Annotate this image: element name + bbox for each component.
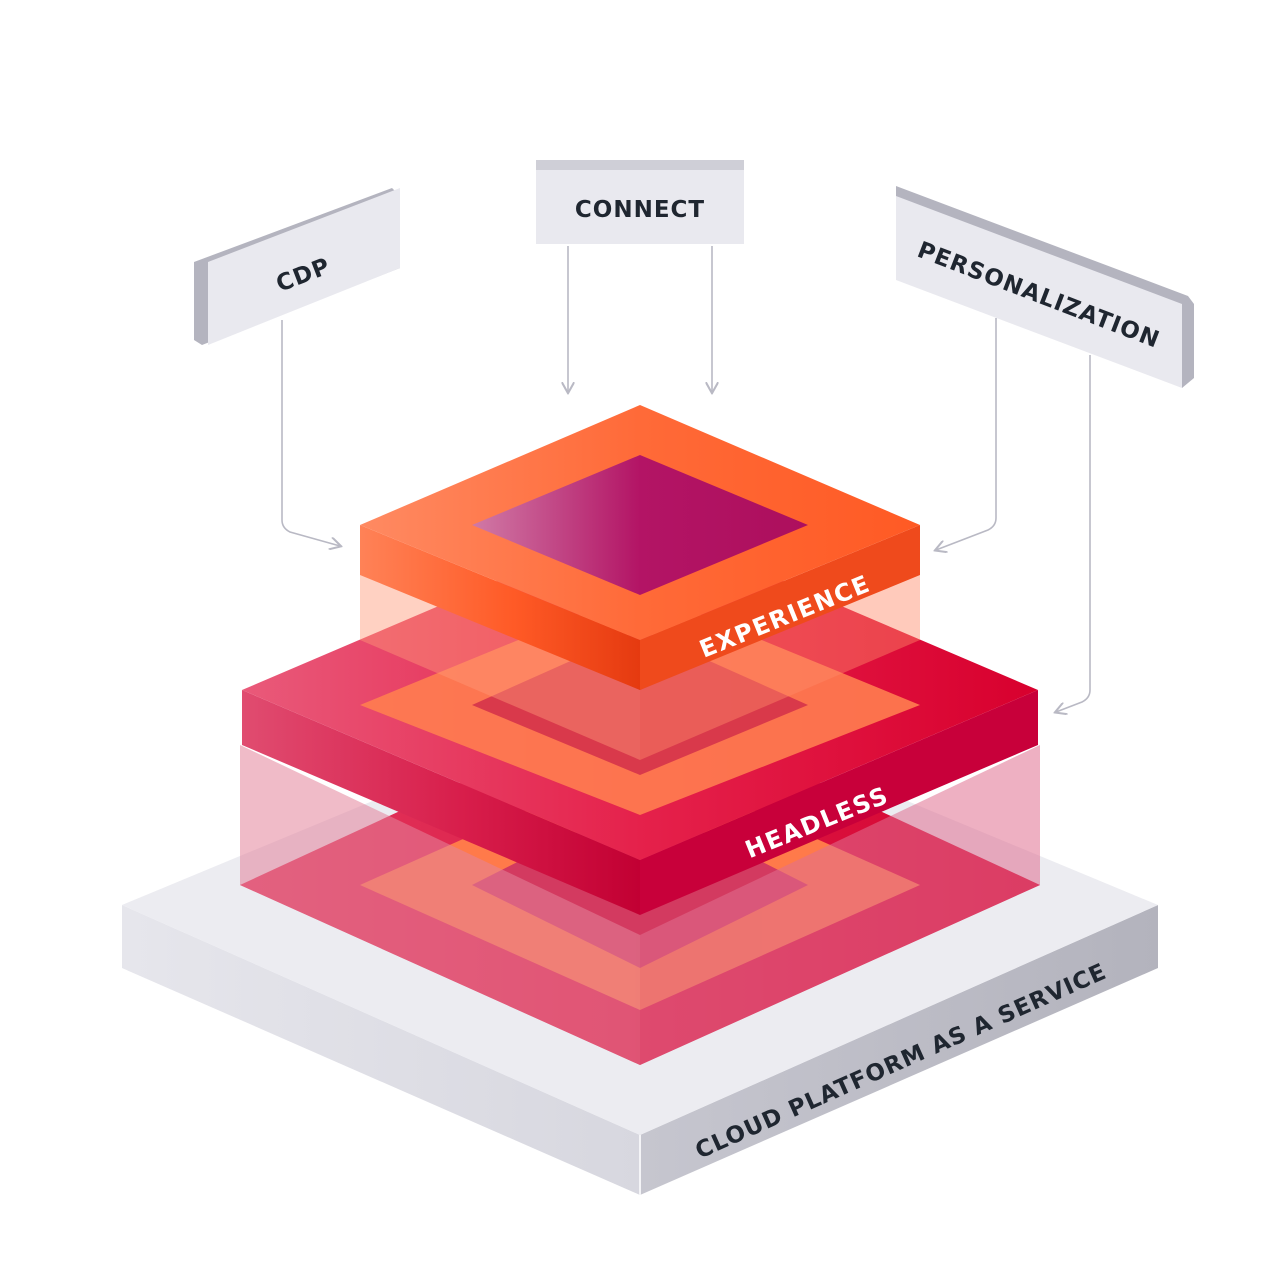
experience-right-side [640,525,920,690]
headless-walls [240,745,1040,1065]
experience-core [472,455,808,595]
cdp-box: CDP [194,188,400,345]
platform-right-side [640,905,1158,1195]
personalization-box: PERSONALIZATION [896,186,1194,388]
cdp-arrow [281,320,340,546]
experience-layer [360,405,920,690]
personalization-arrow-upper [936,318,997,550]
platform-left-side [122,905,640,1195]
connect-box: CONNECT [536,160,744,244]
headless-left-side [242,690,640,915]
headless-right-side [640,690,1038,915]
experience-left-side [360,525,640,690]
experience-walls [360,570,920,760]
arrows [281,246,1091,712]
personalization-arrow-lower [1056,355,1091,712]
connect-label: CONNECT [575,197,705,223]
